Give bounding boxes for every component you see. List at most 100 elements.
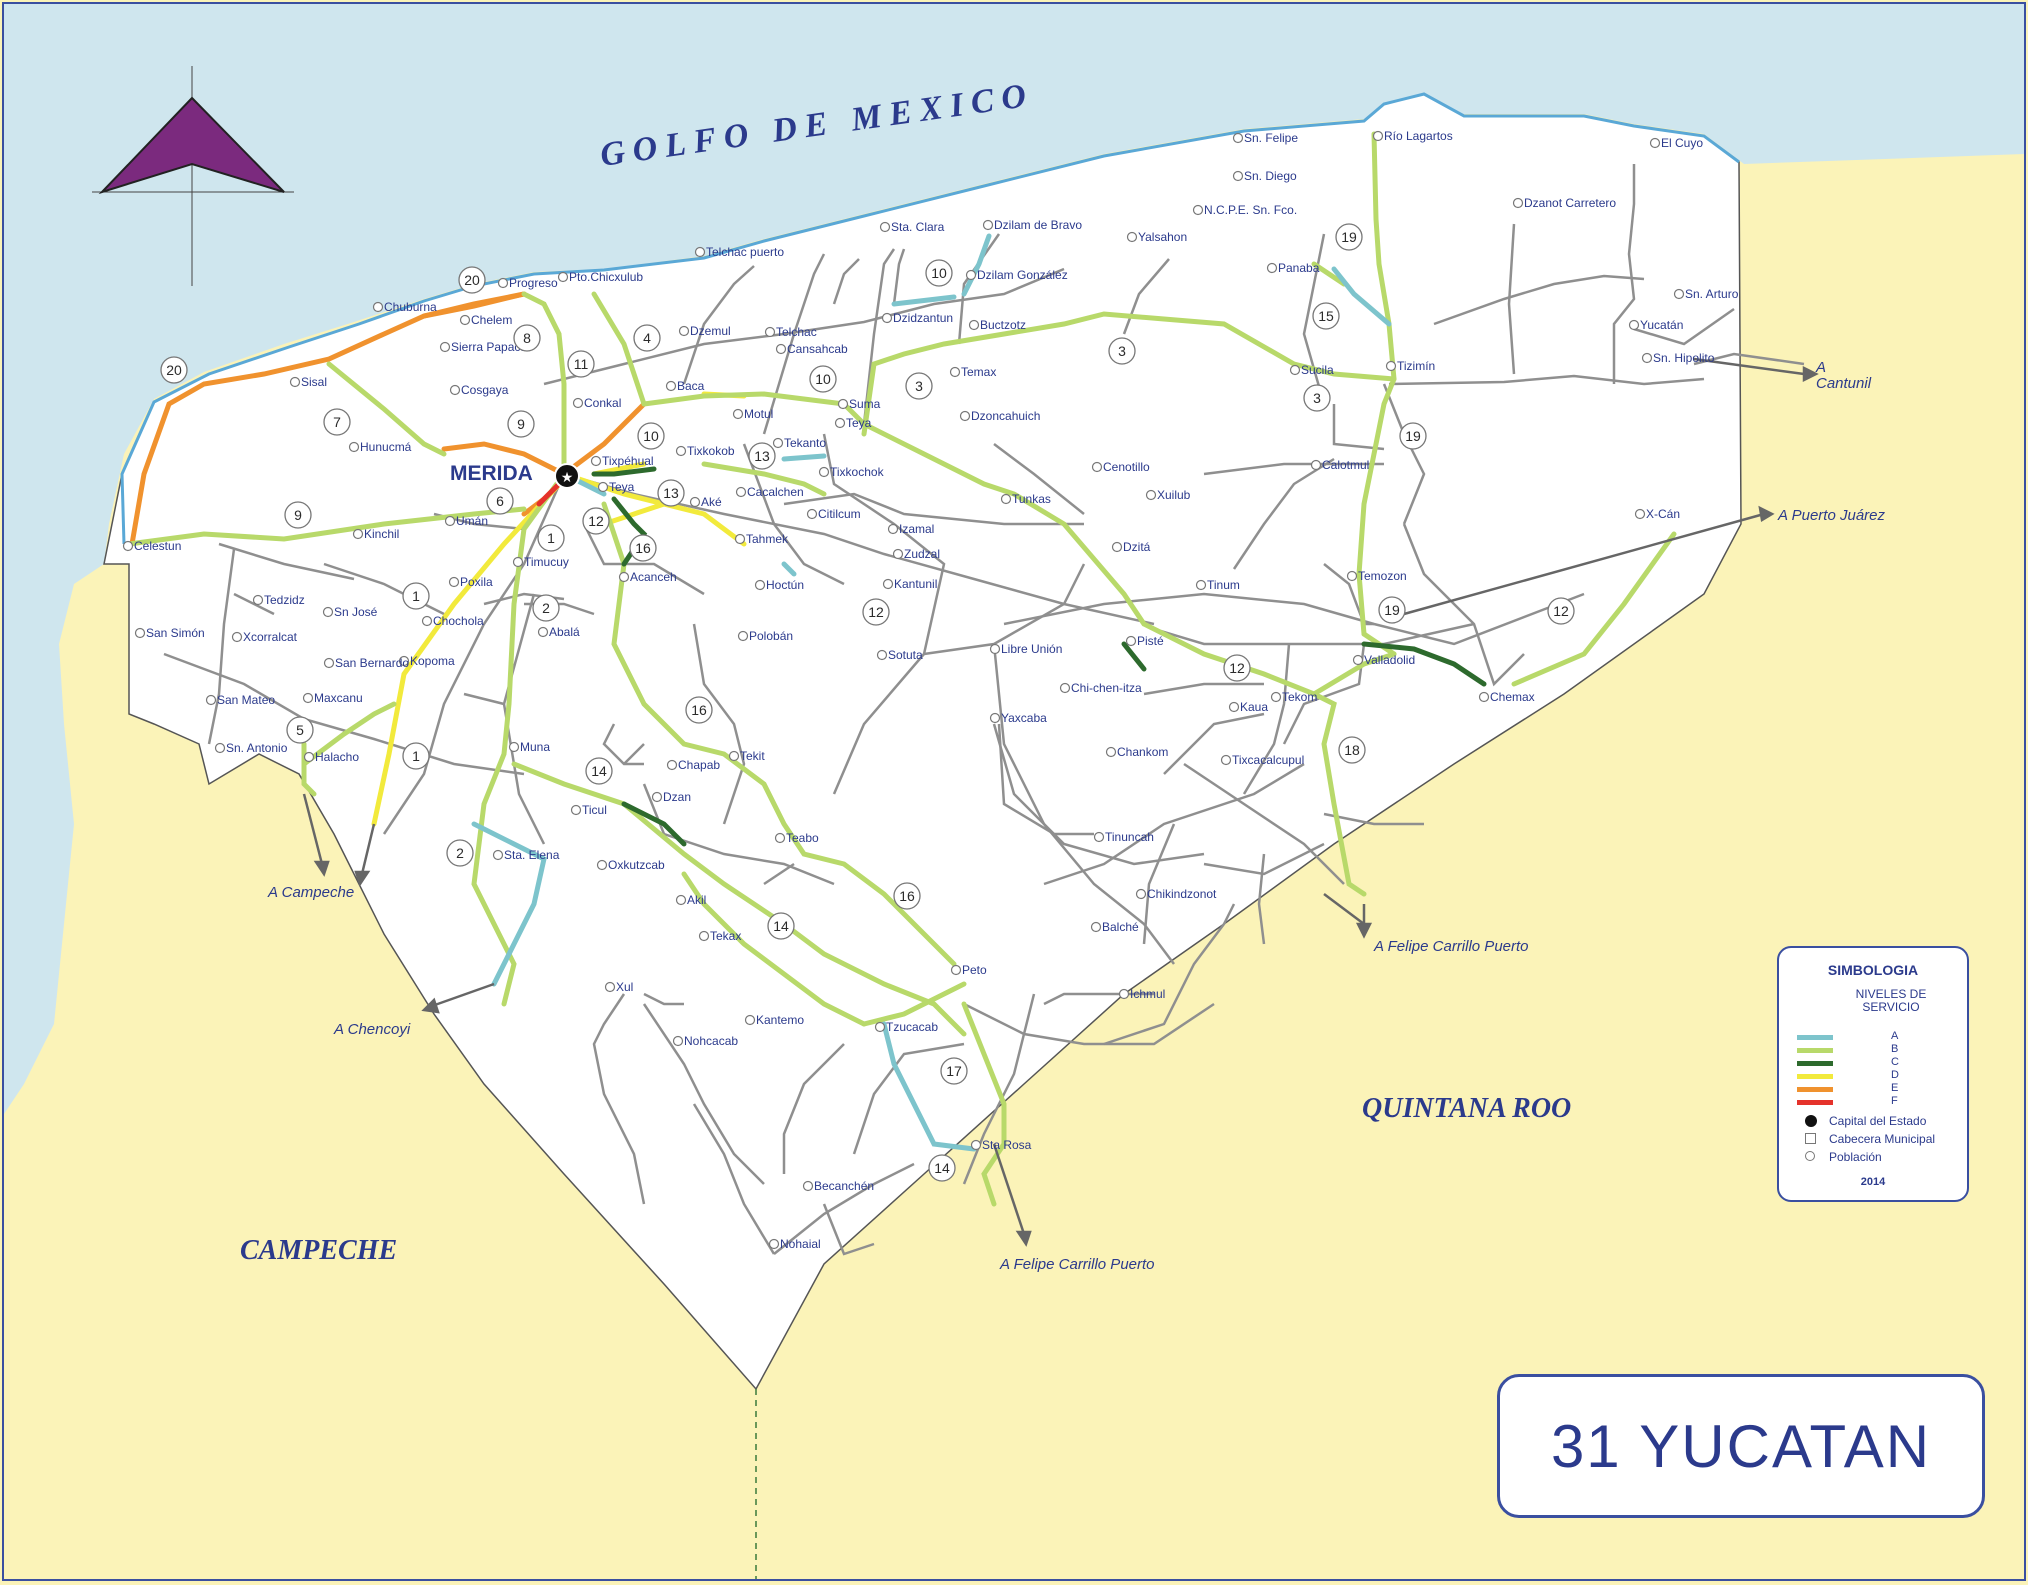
place-64[interactable]: Balché xyxy=(1090,920,1140,934)
place-91[interactable]: Tedzidz xyxy=(252,593,305,607)
place-92[interactable]: San Simón xyxy=(134,626,205,640)
place-27[interactable]: Hoctún xyxy=(754,578,805,592)
place-34[interactable]: Dzitá xyxy=(1111,540,1151,554)
place-33[interactable]: Xuilub xyxy=(1145,488,1191,502)
place-79[interactable]: Chapab xyxy=(666,758,721,772)
place-25[interactable]: Citilcum xyxy=(806,507,861,521)
place-63[interactable]: Chikindzonot xyxy=(1135,887,1218,901)
place-101[interactable]: Dzilam de Bravo xyxy=(982,218,1083,232)
place-69[interactable]: Becanchén xyxy=(802,1179,875,1193)
place-103[interactable]: Dzidzantun xyxy=(881,311,954,325)
place-4[interactable]: Sierra Papacal xyxy=(439,340,530,354)
place-44[interactable]: N.C.P.E. Sn. Fco. xyxy=(1192,203,1298,217)
place-17[interactable]: Aké xyxy=(689,495,723,509)
place-19[interactable]: Motul xyxy=(732,407,774,421)
place-12[interactable]: Timucuy xyxy=(512,555,569,569)
place-61[interactable]: Tixcacalcupul xyxy=(1220,753,1305,767)
place-75[interactable]: Akil xyxy=(675,893,707,907)
place-10[interactable]: Kinchil xyxy=(352,527,400,541)
place-62[interactable]: Tinuncah xyxy=(1093,830,1154,844)
place-107[interactable]: Temax xyxy=(949,365,997,379)
place-46[interactable]: Dzanot Carretero xyxy=(1512,196,1617,210)
place-36[interactable]: Temozon xyxy=(1346,569,1407,583)
place-47[interactable]: El Cuyo xyxy=(1649,136,1704,150)
place-81[interactable]: Teabo xyxy=(774,831,820,845)
place-93[interactable]: Xcorralcat xyxy=(231,630,298,644)
place-45[interactable]: Yalsahon xyxy=(1126,230,1188,244)
place-108[interactable]: Buctzotz xyxy=(968,318,1027,332)
place-78[interactable]: Ticul xyxy=(570,803,607,817)
place-1[interactable]: Pto.Chicxulub xyxy=(557,270,644,284)
place-84[interactable]: Abalá xyxy=(537,625,581,639)
place-94[interactable]: San Bernardo xyxy=(323,656,410,670)
place-109[interactable]: Dzoncahuich xyxy=(959,409,1041,423)
place-68[interactable]: Sta Rosa xyxy=(970,1138,1032,1152)
place-16[interactable]: Tixkokob xyxy=(675,444,735,458)
place-106[interactable]: Cansahcab xyxy=(775,342,849,356)
place-37[interactable]: Calotmul xyxy=(1310,458,1370,472)
place-89[interactable]: Poxila xyxy=(448,575,494,589)
place-39[interactable]: Sucila xyxy=(1289,363,1335,377)
place-100[interactable]: Sta. Clara xyxy=(879,220,945,234)
place-72[interactable]: Nohcacab xyxy=(672,1034,739,1048)
place-73[interactable]: Xul xyxy=(604,980,634,994)
place-51[interactable]: X-Cán xyxy=(1634,507,1681,521)
place-40[interactable]: Panaba xyxy=(1266,261,1320,275)
place-83[interactable]: Muna xyxy=(508,740,551,754)
place-30[interactable]: Kantunil xyxy=(882,577,938,591)
place-7[interactable]: Conkal xyxy=(572,396,622,410)
place-80[interactable]: Tekit xyxy=(728,749,766,763)
place-48[interactable]: Sn. Arturo xyxy=(1673,287,1739,301)
place-96[interactable]: San Mateo xyxy=(205,693,276,707)
place-13[interactable]: Tixpéhual xyxy=(590,454,654,468)
place-104[interactable]: Dzemul xyxy=(678,324,731,338)
place-49[interactable]: Yucatán xyxy=(1628,318,1684,332)
place-66[interactable]: Peto xyxy=(950,963,988,977)
place-90[interactable]: Sn José xyxy=(322,605,378,619)
place-41[interactable]: Sn. Felipe xyxy=(1232,131,1299,145)
place-8[interactable]: Hunucmá xyxy=(348,440,412,454)
place-32[interactable]: Cenotillo xyxy=(1091,460,1151,474)
place-56[interactable]: Pisté xyxy=(1125,634,1165,648)
place-26[interactable]: Tahmek xyxy=(734,532,790,546)
place-5[interactable]: Sisal xyxy=(289,375,328,389)
place-22[interactable]: Tekanto xyxy=(772,436,827,450)
place-82[interactable]: Sta. Elena xyxy=(492,848,560,862)
place-88[interactable]: Chochola xyxy=(421,614,485,628)
place-85[interactable]: Polobán xyxy=(737,629,794,643)
place-0[interactable]: Progreso xyxy=(497,276,559,290)
place-28[interactable]: Izamal xyxy=(887,522,935,536)
place-21[interactable]: Teya xyxy=(834,416,872,430)
place-59[interactable]: Yaxcaba xyxy=(989,711,1048,725)
place-14[interactable]: Teya xyxy=(597,480,635,494)
place-99[interactable]: Telchac puerto xyxy=(694,245,785,259)
place-98[interactable]: Halacho xyxy=(303,750,360,764)
place-58[interactable]: Libre Unión xyxy=(989,642,1063,656)
place-77[interactable]: Dzan xyxy=(651,790,692,804)
place-24[interactable]: Cacalchen xyxy=(735,485,804,499)
place-57[interactable]: Chi-chen-itza xyxy=(1059,681,1143,695)
place-70[interactable]: Nohaial xyxy=(768,1237,821,1251)
place-29[interactable]: Zudzal xyxy=(892,547,941,561)
place-43[interactable]: Río Lagartos xyxy=(1372,129,1453,143)
place-35[interactable]: Tinum xyxy=(1195,578,1240,592)
place-20[interactable]: Suma xyxy=(837,397,881,411)
place-71[interactable]: Kantemo xyxy=(744,1013,805,1027)
place-42[interactable]: Sn. Diego xyxy=(1232,169,1298,183)
place-105[interactable]: Telchac xyxy=(764,325,817,339)
place-102[interactable]: Dzilam González xyxy=(965,268,1068,282)
place-11[interactable]: Umán xyxy=(444,514,489,528)
place-38[interactable]: Tizimín xyxy=(1385,359,1436,373)
place-18[interactable]: Baca xyxy=(665,379,705,393)
place-87[interactable]: Kopoma xyxy=(398,654,456,668)
place-74[interactable]: Tekax xyxy=(698,929,742,943)
place-95[interactable]: Maxcanu xyxy=(302,691,363,705)
place-60[interactable]: Chankom xyxy=(1105,745,1169,759)
place-76[interactable]: Oxkutzcab xyxy=(596,858,666,872)
place-65[interactable]: Ichmul xyxy=(1118,987,1166,1001)
place-52[interactable]: Chemax xyxy=(1478,690,1535,704)
place-9[interactable]: Celestun xyxy=(122,539,182,553)
place-2[interactable]: Chuburna xyxy=(372,300,438,314)
place-50[interactable]: Sn. Hipolito xyxy=(1641,351,1715,365)
place-6[interactable]: Cosgaya xyxy=(449,383,509,397)
